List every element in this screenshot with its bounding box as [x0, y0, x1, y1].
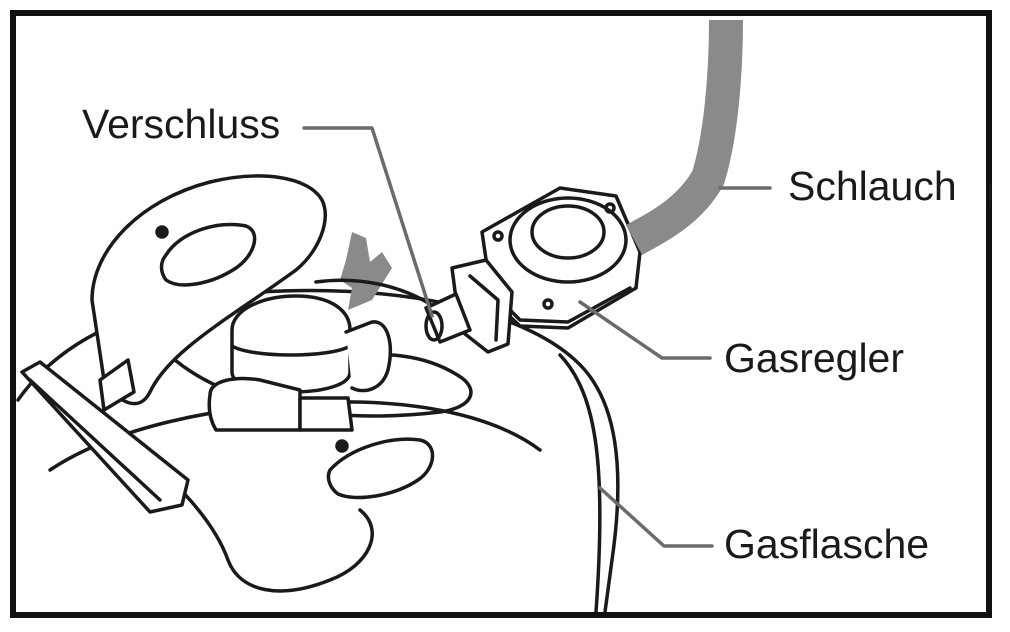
leader-verschluss: [302, 126, 434, 318]
leader-gasregler: [578, 300, 712, 360]
hose: [625, 19, 743, 255]
leader-gasflasche: [598, 486, 714, 548]
bottle-handle: [20, 358, 190, 514]
gas-flow-mark: [340, 232, 392, 310]
label-gasflasche: Gasflasche: [724, 521, 930, 567]
label-verschluss: Verschluss: [82, 101, 281, 147]
bottle-collar: [90, 174, 473, 593]
label-gasregler: Gasregler: [724, 335, 905, 381]
gas-regulator: [480, 186, 642, 330]
valve-cable: [314, 278, 432, 306]
regulator-connector: [424, 258, 514, 354]
label-schlauch: Schlauch: [788, 163, 957, 209]
bottle-valve: [207, 294, 392, 432]
